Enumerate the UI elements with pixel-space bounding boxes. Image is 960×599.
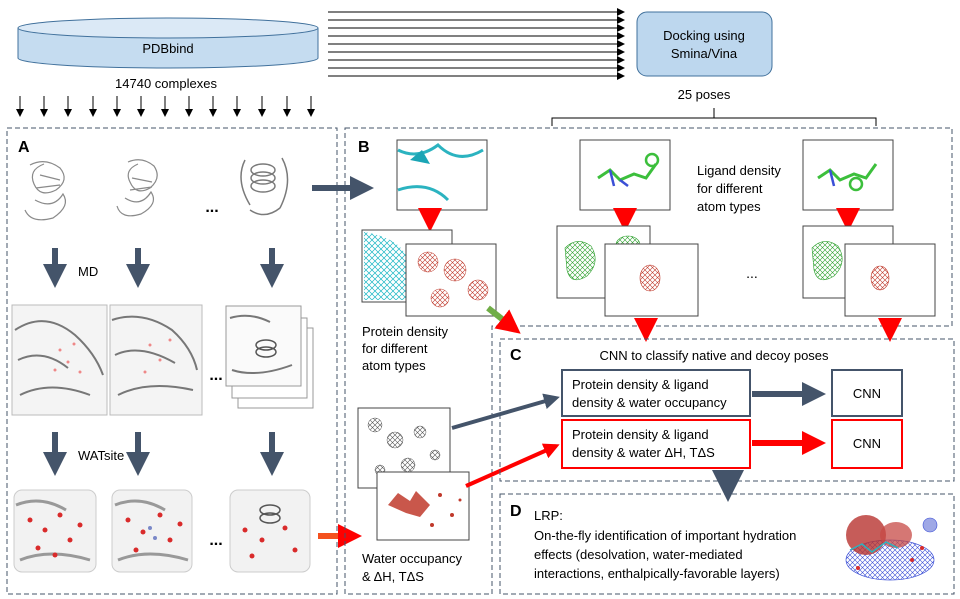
box1-line2: density & water occupancy [572,395,727,410]
water-line2: & ΔH, TΔS [362,569,424,584]
watsite-result-3 [229,489,311,573]
pdbbind-database-cylinder: PDBbind [17,17,319,69]
watsite-result-1 [13,489,97,573]
panel-b-ellipsis: ... [746,265,758,281]
protein-pocket-image [396,139,488,211]
panel-c-title: CNN to classify native and decoy poses [599,348,829,363]
docking-input-arrows [328,8,625,80]
docking-line2: Smina/Vina [671,46,738,61]
complex-down-arrows [16,96,315,117]
panel-d-line3: effects (desolvation, water-mediated [534,547,743,562]
panel-a-ellipsis-2: ... [209,367,222,384]
cnn-box-1 [831,369,903,417]
box2-line2: density & water ΔH, TΔS [572,445,715,460]
poses-label: 25 poses [678,87,731,102]
protein-density-line2: for different [362,341,428,356]
panel-d-letter: D [510,503,522,520]
protein-density-line1: Protein density [362,324,448,339]
ligand-pose-2-image [802,139,894,211]
panel-c-letter: C [510,347,522,364]
panel-d-line4: interactions, enthalpically-favorable la… [534,566,780,581]
panel-c-border [499,338,955,482]
ligand-pose-1-image [579,139,671,211]
protein-density-red-mesh [405,243,497,317]
cnn-input-box-thermodynamics [561,419,751,469]
lrp-hydration-image [845,515,938,581]
ligand-density-red-mesh-1 [604,243,699,317]
panel-a-ellipsis-3: ... [209,532,222,549]
docking-line1: Docking using [663,28,745,43]
cnn-box-2 [831,419,903,469]
panel-d-line2: On-the-fly identification of important h… [534,528,796,543]
panel-b-border [344,127,953,595]
water-occupancy-to-box1-arrow [451,393,560,430]
watsite-result-2 [111,489,193,573]
watsite-arrows [43,432,284,476]
panel-d-border [499,493,955,595]
protein-density-line3: atom types [362,358,426,373]
box1-line1: Protein density & ligand [572,377,709,392]
cnn-label-1: CNN [853,386,881,401]
md-trajectory-3 [225,305,314,409]
watsite-label: WATsite [78,448,124,463]
ligand-density-line1: Ligand density [697,163,781,178]
docking-box [636,11,773,77]
panel-a-border [6,127,338,595]
poses-bracket [551,108,877,126]
md-arrows [43,248,284,288]
box2-line1: Protein density & ligand [572,427,709,442]
protein-structure-1 [24,161,66,221]
cnn-label-2: CNN [853,436,881,451]
protein-density-to-cnn-arrow [486,305,521,334]
water-line1: Water occupancy [362,551,462,566]
water-thermodynamics-red-mesh [376,471,470,541]
panel-b-letter: B [358,139,370,156]
ligand-density-line2: for different [697,181,763,196]
ligand-density-red-mesh-2 [844,243,936,317]
cnn-input-box-occupancy [561,369,751,417]
water-thermo-to-box2-arrow [465,443,560,488]
complex-count-label: 14740 complexes [115,76,217,91]
protein-structure-2 [116,159,158,217]
panel-a-ellipsis-1: ... [205,199,218,216]
panel-d-line1: LRP: [534,508,563,523]
md-trajectory-2 [109,304,203,416]
pdbbind-label: PDBbind [142,41,193,56]
md-trajectory-1 [11,304,108,416]
ligand-density-line3: atom types [697,199,761,214]
panel-a-letter: A [18,139,30,156]
protein-structure-3 [240,157,289,216]
md-label: MD [78,264,98,279]
